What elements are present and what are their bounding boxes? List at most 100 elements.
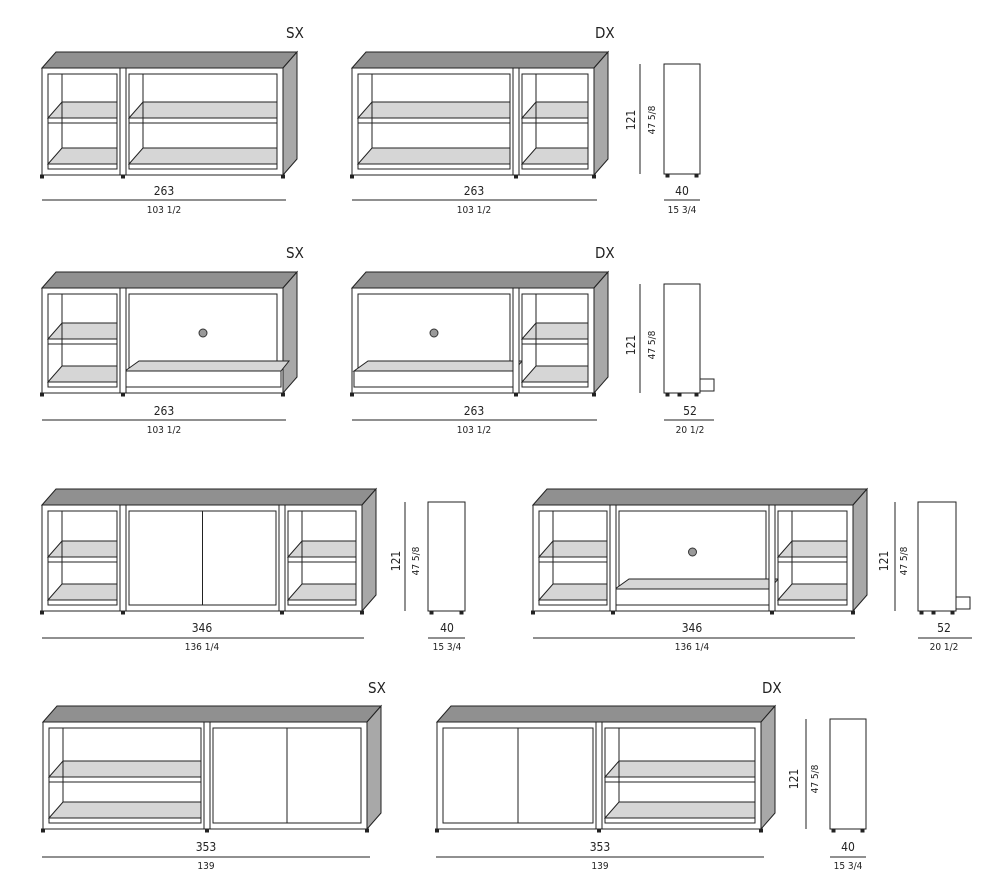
row3-right-labels: 346 136 1/4 121 47 5/8 52 20 1/2 bbox=[675, 546, 959, 653]
height-cm-label: 121 bbox=[624, 110, 638, 131]
top-surface bbox=[41, 705, 383, 723]
width-cm-label: 353 bbox=[590, 840, 611, 854]
depth-inch-label: 20 1/2 bbox=[930, 642, 959, 653]
end-panel bbox=[282, 50, 298, 177]
row4-dx-labels: DX 353 139 bbox=[590, 679, 782, 872]
row3-right-side bbox=[894, 501, 972, 639]
row4-side-labels: 121 47 5/8 40 15 3/4 bbox=[787, 764, 863, 872]
shelf-top bbox=[603, 760, 756, 778]
platform-front bbox=[614, 588, 771, 606]
sx-tag: SX bbox=[286, 24, 304, 42]
platform-top bbox=[352, 360, 524, 372]
bottom-shelf bbox=[47, 801, 202, 819]
foot bbox=[350, 392, 354, 397]
row3-left-side bbox=[404, 501, 466, 639]
top-surface bbox=[40, 488, 378, 506]
foot bbox=[770, 610, 774, 615]
row2-side bbox=[639, 283, 715, 421]
depth-cm-label: 52 bbox=[683, 404, 697, 418]
bottom-shelf bbox=[776, 583, 848, 601]
top-surface bbox=[40, 51, 299, 69]
foot bbox=[694, 392, 699, 397]
shelf-edge bbox=[604, 776, 756, 783]
depth-cm-label: 40 bbox=[440, 621, 454, 635]
depth-inch-label: 20 1/2 bbox=[676, 425, 705, 436]
foot bbox=[860, 828, 865, 833]
width-inch-label: 139 bbox=[197, 861, 214, 872]
foot bbox=[280, 610, 284, 615]
end-panel bbox=[361, 487, 377, 613]
height-inch-label: 47 5/8 bbox=[647, 105, 658, 134]
foot bbox=[429, 610, 434, 615]
row3-left-cabinet bbox=[40, 487, 378, 639]
row4-sx-cabinet bbox=[41, 704, 383, 858]
end-panel bbox=[852, 487, 868, 613]
foot bbox=[281, 174, 285, 179]
width-inch-label: 136 1/4 bbox=[675, 642, 710, 653]
row2-sx-cabinet bbox=[40, 270, 299, 421]
shelf-edge bbox=[48, 776, 202, 783]
bottom-shelf bbox=[520, 365, 589, 383]
cable-hole bbox=[688, 547, 697, 557]
foot bbox=[694, 173, 699, 178]
vertical-divider bbox=[119, 67, 127, 176]
bottom-shelf bbox=[46, 365, 118, 383]
vertical-divider bbox=[203, 721, 211, 830]
width-inch-label: 139 bbox=[591, 861, 608, 872]
platform-side bbox=[955, 596, 971, 610]
foot bbox=[205, 828, 209, 833]
bottom-shelf bbox=[537, 583, 608, 601]
foot bbox=[592, 392, 596, 397]
side-elevation bbox=[663, 63, 701, 175]
shelf-edge bbox=[777, 556, 848, 563]
vertical-divider bbox=[595, 721, 603, 830]
shelf-edge bbox=[47, 556, 118, 563]
depth-inch-label: 15 3/4 bbox=[668, 205, 697, 216]
vertical-divider bbox=[512, 287, 520, 394]
dx-tag: DX bbox=[762, 679, 782, 697]
end-panel bbox=[282, 270, 298, 395]
dx-tag: DX bbox=[595, 244, 615, 262]
width-inch-label: 103 1/2 bbox=[147, 205, 182, 216]
row1-sx-cabinet bbox=[40, 50, 299, 201]
shelf-edge bbox=[521, 338, 589, 345]
height-inch-label: 47 5/8 bbox=[411, 546, 422, 575]
foot bbox=[665, 392, 670, 397]
foot bbox=[459, 610, 464, 615]
vertical-divider bbox=[768, 504, 776, 612]
row3-right-cabinet bbox=[531, 487, 869, 639]
foot bbox=[435, 828, 439, 833]
width-cm-label: 263 bbox=[154, 184, 175, 198]
cable-hole bbox=[429, 328, 439, 338]
foot bbox=[514, 174, 518, 179]
foot bbox=[597, 828, 601, 833]
foot bbox=[41, 828, 45, 833]
width-inch-label: 103 1/2 bbox=[147, 425, 182, 436]
depth-cm-label: 40 bbox=[841, 840, 855, 854]
foot bbox=[831, 828, 836, 833]
shelf-edge bbox=[521, 117, 589, 124]
width-cm-label: 263 bbox=[464, 184, 485, 198]
foot bbox=[281, 392, 285, 397]
vertical-divider bbox=[119, 504, 127, 612]
height-cm-label: 121 bbox=[624, 335, 638, 356]
height-inch-label: 47 5/8 bbox=[647, 330, 658, 359]
depth-cm-label: 52 bbox=[937, 621, 951, 635]
foot bbox=[931, 610, 936, 615]
platform-front bbox=[124, 370, 282, 388]
shelf-edge bbox=[357, 117, 511, 124]
shelf-edge bbox=[47, 117, 118, 124]
top-surface bbox=[531, 488, 869, 506]
height-inch-label: 47 5/8 bbox=[899, 546, 910, 575]
row2-dx-cabinet bbox=[350, 270, 610, 421]
row1-side-labels: 121 47 5/8 40 15 3/4 bbox=[624, 105, 697, 216]
width-cm-label: 346 bbox=[192, 621, 213, 635]
side-elevation bbox=[917, 501, 957, 612]
top-surface bbox=[350, 51, 610, 69]
foot bbox=[851, 610, 855, 615]
row2-side-labels: 121 47 5/8 52 20 1/2 bbox=[624, 330, 704, 436]
foot bbox=[950, 610, 955, 615]
row4-dx-cabinet bbox=[435, 704, 777, 858]
